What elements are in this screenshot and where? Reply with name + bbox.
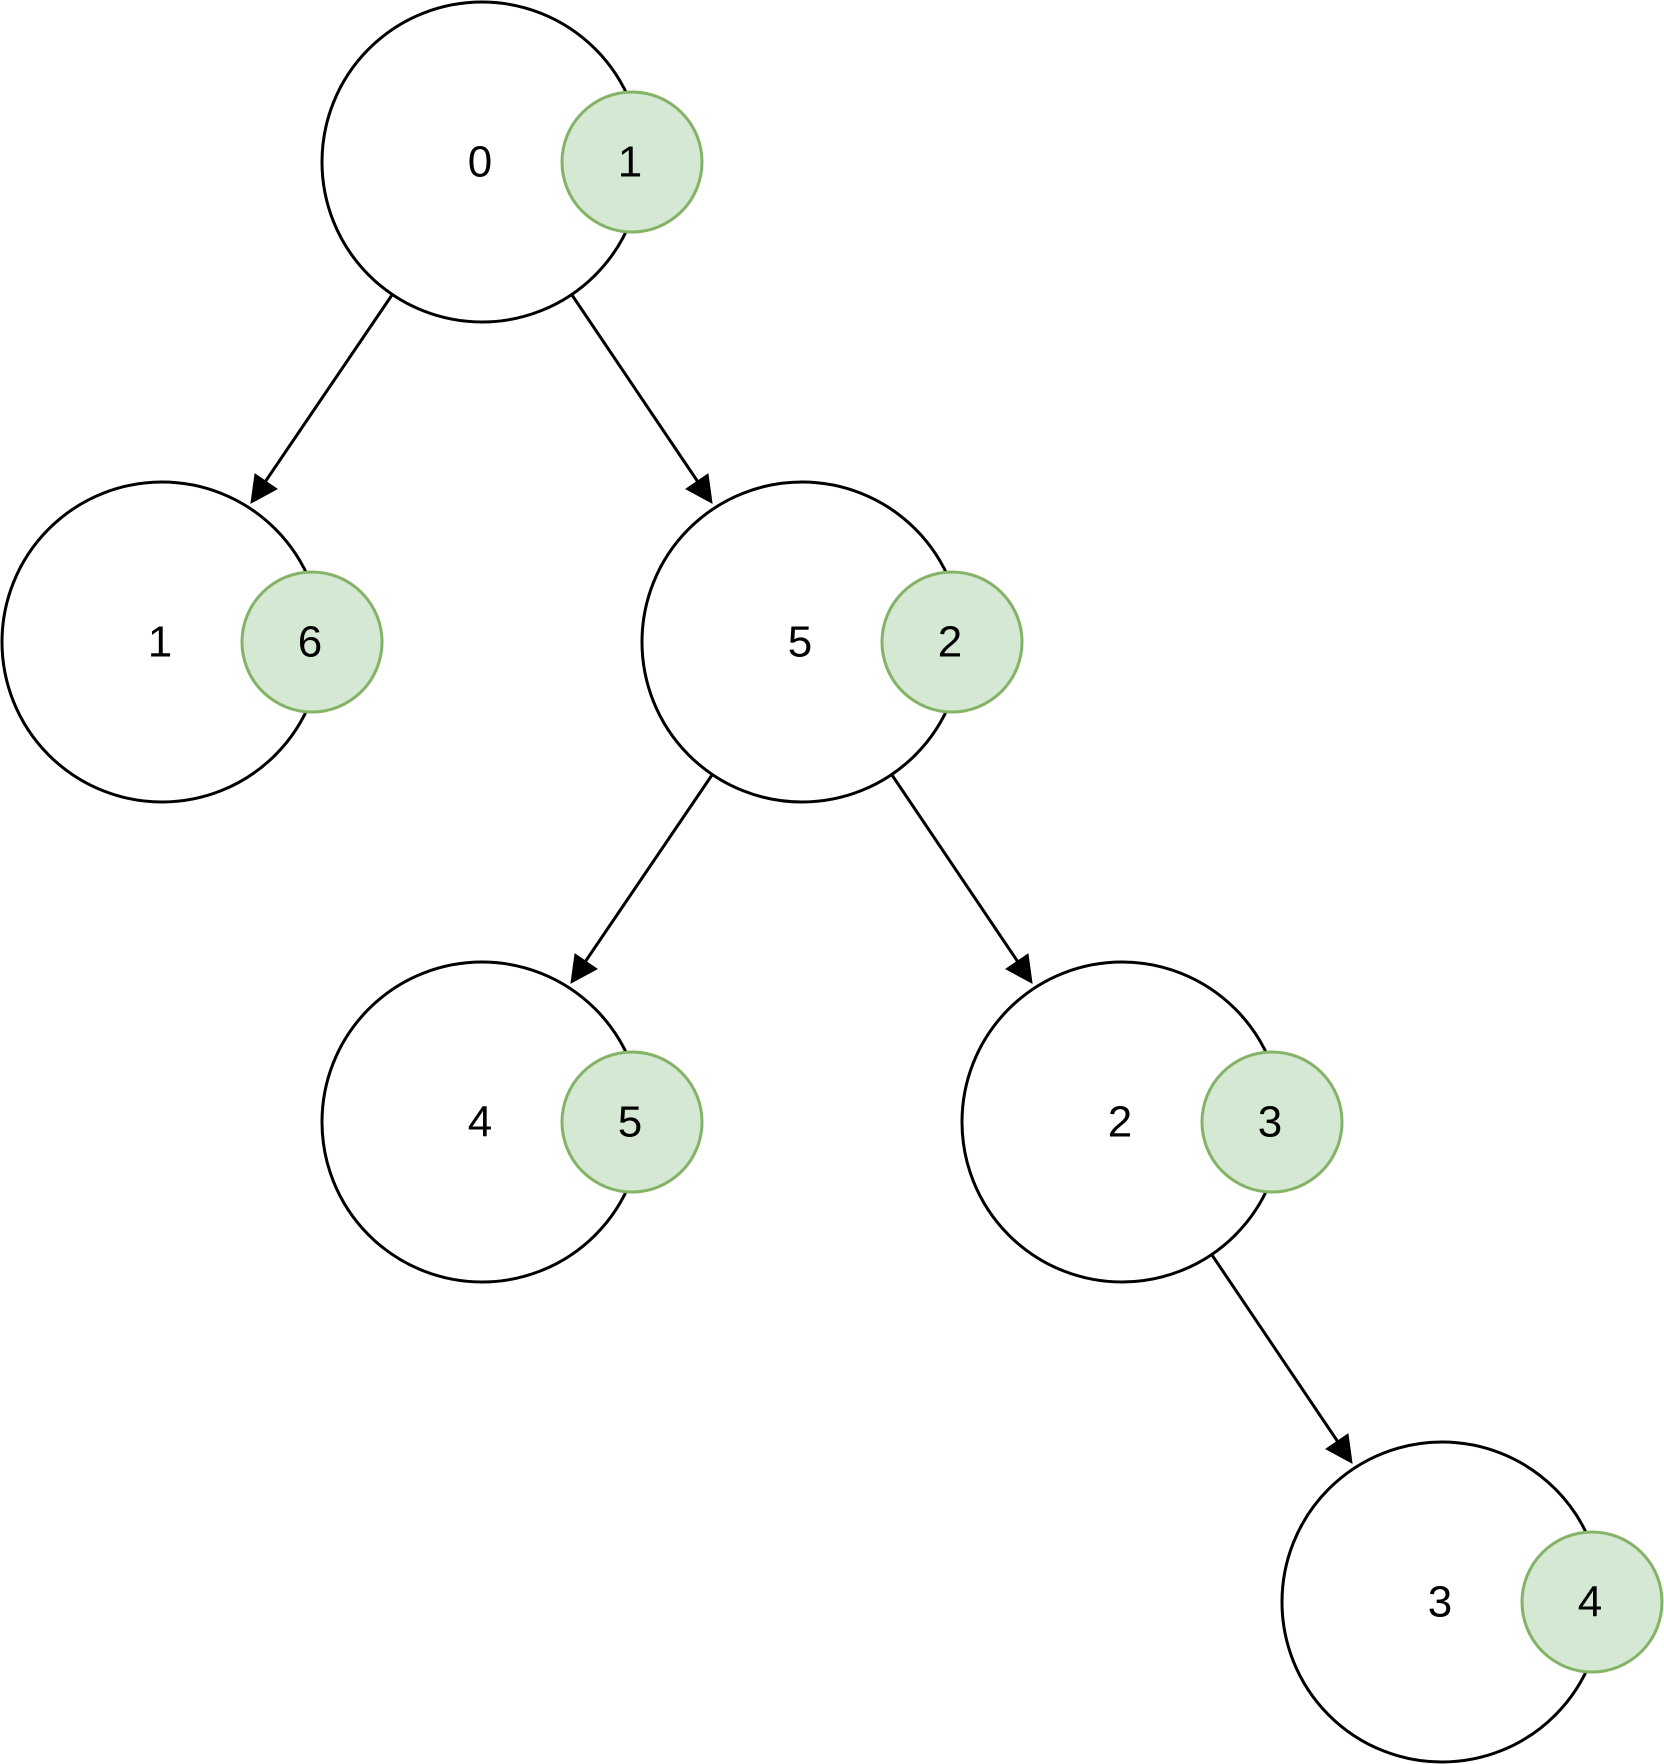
visit-order-label: 2 <box>938 618 962 667</box>
tree-node-4: 4 5 <box>320 960 704 1284</box>
tree-node-2: 2 3 <box>960 960 1344 1284</box>
badge-circle <box>1520 1530 1664 1674</box>
edge-root-to-node-1 <box>250 294 394 504</box>
visit-order-badge: 3 <box>1200 1050 1344 1194</box>
node-value-label: 4 <box>468 1098 492 1147</box>
node-value-label: 5 <box>788 618 812 667</box>
badge-circle <box>560 90 704 234</box>
badge-circle <box>880 570 1024 714</box>
visit-order-label: 4 <box>1578 1578 1602 1627</box>
node-value-label: 3 <box>1428 1578 1452 1627</box>
edge-node-5-to-node-2 <box>890 774 1033 984</box>
visit-order-label: 5 <box>618 1098 642 1147</box>
tree-node-3: 3 4 <box>1280 1440 1664 1764</box>
node-value-label: 0 <box>468 138 492 187</box>
visit-order-label: 1 <box>618 138 642 187</box>
visit-order-badge: 2 <box>880 570 1024 714</box>
tree-node-5: 5 2 <box>640 480 1024 804</box>
visit-order-badge: 4 <box>1520 1530 1664 1674</box>
tree-node-root: 0 1 <box>320 0 704 324</box>
visit-order-badge: 1 <box>560 90 704 234</box>
node-value-label: 2 <box>1108 1098 1132 1147</box>
visit-order-label: 6 <box>298 618 322 667</box>
node-value-label: 1 <box>148 618 172 667</box>
visit-order-badge: 5 <box>560 1050 704 1194</box>
visit-order-badge: 6 <box>240 570 384 714</box>
badge-circle <box>240 570 384 714</box>
badge-circle <box>1200 1050 1344 1194</box>
visit-order-label: 3 <box>1258 1098 1282 1147</box>
edge-root-to-node-5 <box>570 294 713 504</box>
badge-circle <box>560 1050 704 1194</box>
edge-node-2-to-node-3 <box>1210 1254 1353 1464</box>
edge-node-5-to-node-4 <box>570 774 714 984</box>
tree-node-1: 1 6 <box>0 480 384 804</box>
